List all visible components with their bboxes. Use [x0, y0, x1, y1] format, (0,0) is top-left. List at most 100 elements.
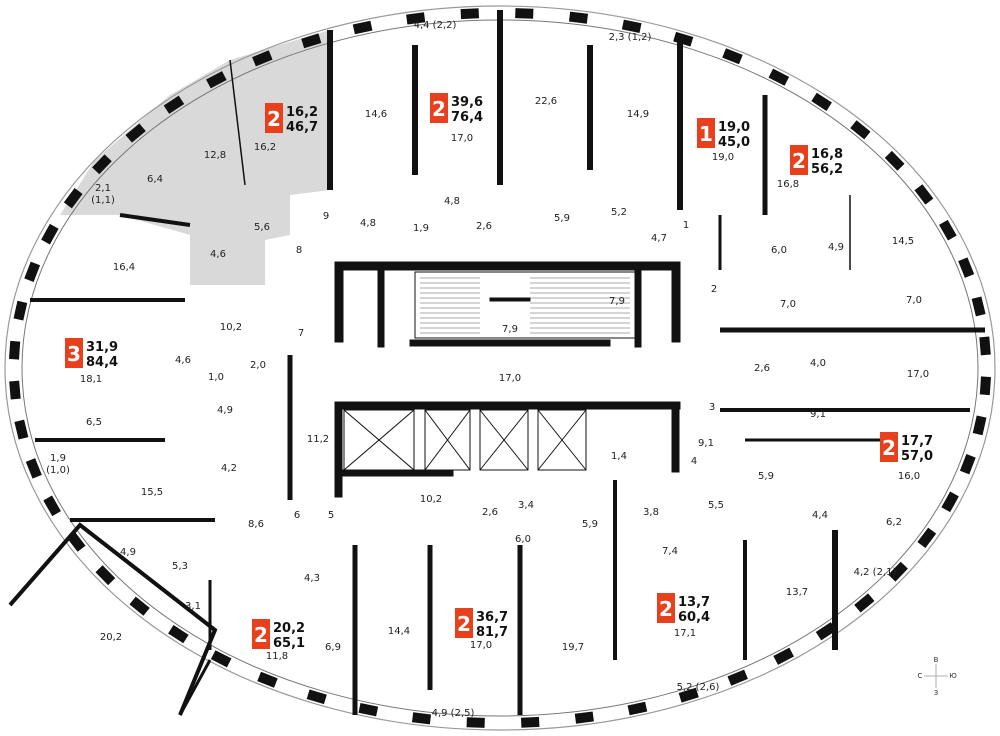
room-area-label: 8,6 [248, 519, 264, 530]
room-area-label: 1,9 [50, 453, 66, 464]
badge-rooms: 1 [699, 122, 713, 146]
room-area-label: 15,5 [141, 487, 163, 498]
room-area-label: 6,9 [325, 642, 341, 653]
room-area-label: 19,0 [712, 152, 734, 163]
facade-column [914, 184, 934, 205]
facade-column [773, 647, 794, 665]
badge-living-area: 31,9 [86, 340, 118, 355]
room-area-label: 4,9 [828, 242, 844, 253]
facade-column [95, 565, 116, 586]
room-area-label: 11,2 [307, 434, 329, 445]
entrance-marker: 2 [711, 284, 717, 295]
entrance-marker: 5 [328, 510, 334, 521]
facade-column [520, 716, 540, 728]
badge-total-area: 57,0 [901, 449, 933, 464]
room-area-label: 7,9 [609, 296, 625, 307]
facade-column [92, 154, 112, 175]
facade-column [306, 689, 327, 705]
compass-east: Ю [949, 672, 957, 680]
room-area-label: 17,0 [451, 133, 473, 144]
facade-column [43, 495, 61, 517]
badge-box [880, 432, 898, 462]
compass-north: В [934, 656, 939, 664]
room-area-label: 9,1 [810, 409, 826, 420]
room-area-label: 4,9 (2,5) [432, 708, 475, 719]
facade-column [574, 711, 594, 724]
entrance-marker: 1 [683, 220, 689, 231]
room-area-label: 16,8 [777, 179, 799, 190]
room-area-label: 17,1 [674, 628, 696, 639]
facade-column [959, 453, 976, 475]
facade-column [979, 336, 991, 356]
room-area-label: 4,2 [221, 463, 237, 474]
facade-column [917, 527, 937, 549]
apartment-badge[interactable]: 1 19,045,0 [697, 118, 750, 150]
room-area-label: 5,9 [554, 213, 570, 224]
outer-facade [4, 5, 996, 731]
room-area-label: 3,1 [185, 601, 201, 612]
room-area-label: 11,8 [266, 651, 288, 662]
facade-column [406, 12, 426, 25]
facade-column [941, 491, 959, 513]
central-core [334, 261, 681, 498]
room-area-label: 3,8 [643, 507, 659, 518]
badge-total-area: 60,4 [678, 610, 710, 625]
facade-column [627, 701, 648, 716]
room-area-label: 5,5 [708, 500, 724, 511]
room-area-label: 19,7 [562, 642, 584, 653]
room-area-label: 17,0 [499, 373, 521, 384]
room-area-label: 4,6 [210, 249, 226, 260]
room-area-label: 7,0 [780, 299, 796, 310]
room-area-label: 14,4 [388, 626, 410, 637]
facade-column [129, 596, 150, 616]
room-area-label: 4,2 (2,1) [854, 567, 897, 578]
highlighted-apartment-area[interactable] [60, 30, 330, 285]
entrance-marker: 8 [296, 245, 302, 256]
badge-living-area: 36,7 [476, 610, 508, 625]
room-area-label: 2,0 [250, 360, 266, 371]
room-area-label: 4,9 [120, 547, 136, 558]
facade-column [13, 300, 28, 321]
room-area-label: 2,1 [95, 183, 111, 194]
room-area-label: 17,0 [470, 640, 492, 651]
badge-box [430, 93, 448, 123]
badge-total-area: 45,0 [718, 135, 750, 150]
room-area-label: 6,4 [147, 174, 163, 185]
compass-south: З [934, 689, 939, 697]
room-area-label: 4,4 (2,2) [414, 20, 457, 31]
facade-column [163, 95, 185, 114]
facade-column [971, 296, 986, 317]
badge-living-area: 17,7 [901, 434, 933, 449]
badge-rooms: 2 [659, 597, 673, 621]
facade-column [14, 419, 29, 440]
facade-column [63, 187, 83, 209]
room-area-label: 4,3 [304, 573, 320, 584]
facade-column [884, 150, 905, 171]
facade-column [168, 625, 189, 644]
badge-living-area: 19,0 [718, 120, 750, 135]
compass-west: С [918, 672, 923, 680]
badge-rooms: 2 [792, 149, 806, 173]
room-area-label: 6,5 [86, 417, 102, 428]
room-area-label: 12,8 [204, 150, 226, 161]
room-area-label: 4,9 [217, 405, 233, 416]
room-area-label: 3,4 [518, 500, 534, 511]
badge-rooms: 2 [254, 623, 268, 647]
room-area-label: 14,5 [892, 236, 914, 247]
facade-column [9, 340, 21, 360]
badge-rooms: 3 [67, 342, 81, 366]
facade-column [25, 458, 42, 479]
room-area-label: 4,7 [651, 233, 667, 244]
facade-column [257, 671, 278, 688]
room-area-label: 1,4 [611, 451, 627, 462]
